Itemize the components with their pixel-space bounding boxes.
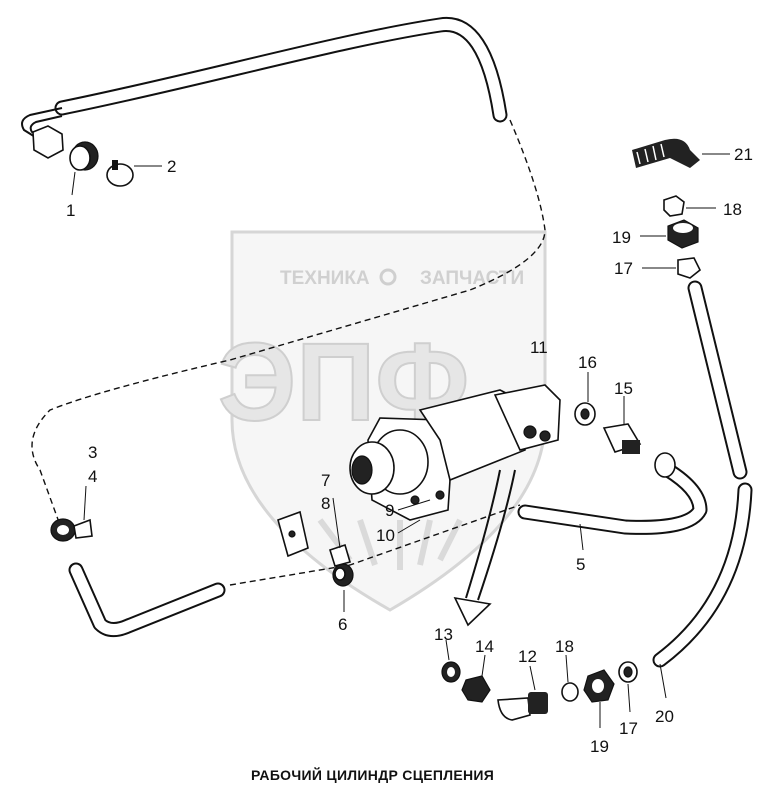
gear-icon (379, 268, 397, 286)
part-15-fitting (602, 423, 642, 454)
callout-18-upper: 18 (723, 200, 742, 219)
routing-line-lower (229, 504, 521, 586)
part-6-clip (329, 543, 354, 587)
callout-2: 2 (167, 157, 176, 176)
clutch-slave-cylinder (349, 384, 561, 521)
part-18-cap-upper (663, 195, 685, 217)
callout-17-lower: 17 (619, 719, 638, 738)
callout-3: 3 (88, 443, 97, 462)
watermark-wheat (317, 518, 463, 570)
callout-16: 16 (578, 353, 597, 372)
lower-left-hose (68, 562, 226, 637)
callout-13: 13 (434, 625, 453, 644)
callout-14: 14 (475, 637, 494, 656)
part-19-nut-lower (583, 669, 615, 703)
part-1-nut (32, 125, 99, 171)
watermark-tagline-right: ЗАПЧАСТИ (420, 268, 524, 289)
part-12-elbow-fitting (497, 692, 548, 721)
callout-19-upper: 19 (612, 228, 631, 247)
callout-9: 9 (385, 501, 394, 520)
right-hose (652, 280, 753, 668)
callout-1: 1 (66, 201, 75, 220)
part-13-washer (441, 661, 461, 683)
part-5-pipe (517, 452, 708, 535)
callout-19-lower: 19 (590, 737, 609, 756)
callout-12: 12 (518, 647, 537, 666)
part-17-clamp-upper (677, 257, 702, 279)
callout-4: 4 (88, 467, 97, 486)
callouts: 1 2 3 4 5 6 7 8 9 10 11 12 13 14 15 16 1… (66, 145, 753, 756)
bracket (277, 510, 309, 558)
part-21-elbow (632, 138, 700, 168)
top-hose (21, 16, 508, 141)
part-17-clamp-lower (618, 661, 638, 683)
callout-6: 6 (338, 615, 347, 634)
callout-21: 21 (734, 145, 753, 164)
callout-8: 8 (321, 494, 330, 513)
callout-10: 10 (376, 526, 395, 545)
part-3-4-clip (50, 518, 93, 542)
watermark-tagline-left: ТЕХНИКА (280, 268, 370, 289)
part-14-nut (461, 675, 491, 703)
detail-arrow (453, 469, 516, 627)
callout-17-upper: 17 (614, 259, 633, 278)
part-18-cap-lower (561, 682, 579, 702)
callout-18-lower: 18 (555, 637, 574, 656)
callout-20: 20 (655, 707, 674, 726)
part-16-washer (574, 402, 596, 426)
callout-5: 5 (576, 555, 585, 574)
callout-11: 11 (530, 338, 548, 357)
callout-15: 15 (614, 379, 633, 398)
routing-line-upper (31, 119, 546, 526)
part-2-clip (106, 160, 134, 187)
callout-7: 7 (321, 471, 330, 490)
part-19-nut-upper (667, 219, 699, 249)
diagram-title: РАБОЧИЙ ЦИЛИНДР СЦЕПЛЕНИЯ (251, 766, 494, 783)
